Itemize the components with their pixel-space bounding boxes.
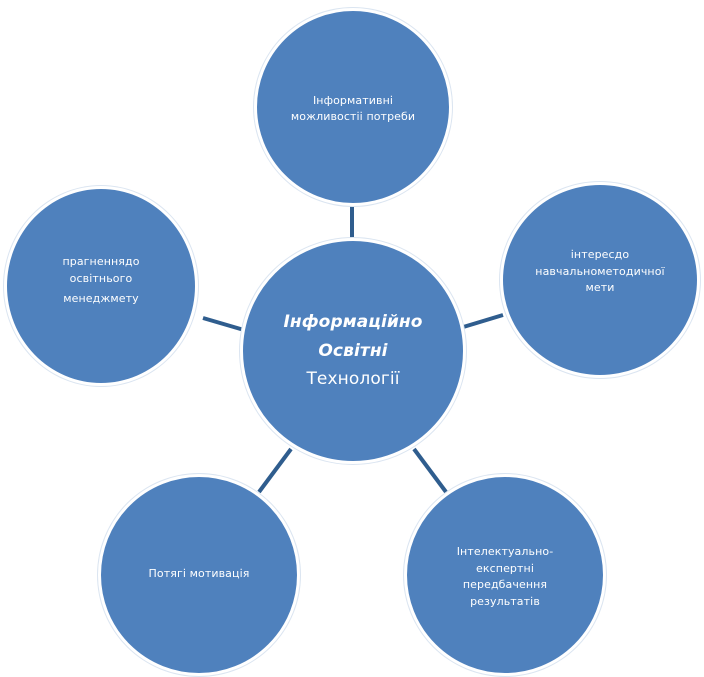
node-text-line: інтересдо xyxy=(570,248,630,262)
connector-left xyxy=(202,316,245,332)
center-title-line-3: Технології xyxy=(306,369,400,390)
node-drive-motivation-label: Потягі мотивація xyxy=(149,566,250,583)
node-aspiration-management-label: прагненнядо освітнього менеджмету xyxy=(62,254,139,308)
node-text-line: Інтелектуально- xyxy=(456,545,554,558)
node-expert-prediction-label: Інтелектуально- експертні передбачення р… xyxy=(457,544,554,610)
center-node-info-edu-tech: Інформаційно Освітні Технології xyxy=(240,238,466,464)
node-informative-capabilities-label: Інформативні можливостіі потреби xyxy=(291,93,415,126)
center-node-label: Інформаційно Освітні Технології xyxy=(283,308,422,395)
connector-right xyxy=(459,313,504,330)
node-text-line: менеджмету xyxy=(63,292,139,306)
connector-bottom-left xyxy=(257,447,293,494)
node-text-line: мети xyxy=(585,281,615,295)
node-text-line: Інформативні xyxy=(312,93,394,107)
connector-bottom-right xyxy=(412,447,448,494)
node-text-line: експертні xyxy=(476,561,534,575)
center-title-line-2: Освітні xyxy=(318,340,388,361)
node-text-line: Потягі мотивація xyxy=(148,566,250,580)
node-drive-motivation: Потягі мотивація xyxy=(98,474,300,676)
node-text-line: можливостіі потреби xyxy=(290,110,416,123)
node-interest-methodical-goal-label: інтересдо навчальнометодичної мети xyxy=(535,247,664,297)
node-text-line: прагненнядо xyxy=(62,255,140,269)
node-text-line: передбачення xyxy=(462,578,548,591)
node-aspiration-management: прагненнядо освітнього менеджмету xyxy=(4,186,198,386)
node-text-line: навчальнометодичної xyxy=(535,264,665,278)
node-expert-prediction: Інтелектуально- експертні передбачення р… xyxy=(404,474,606,676)
node-informative-capabilities: Інформативні можливостіі потреби xyxy=(254,8,452,206)
center-title-line-1: Інформаційно xyxy=(283,311,423,332)
node-text-line: освітнього xyxy=(69,271,133,285)
node-interest-methodical-goal: інтересдо навчальнометодичної мети xyxy=(500,182,700,378)
node-text-line: результатів xyxy=(470,594,540,608)
